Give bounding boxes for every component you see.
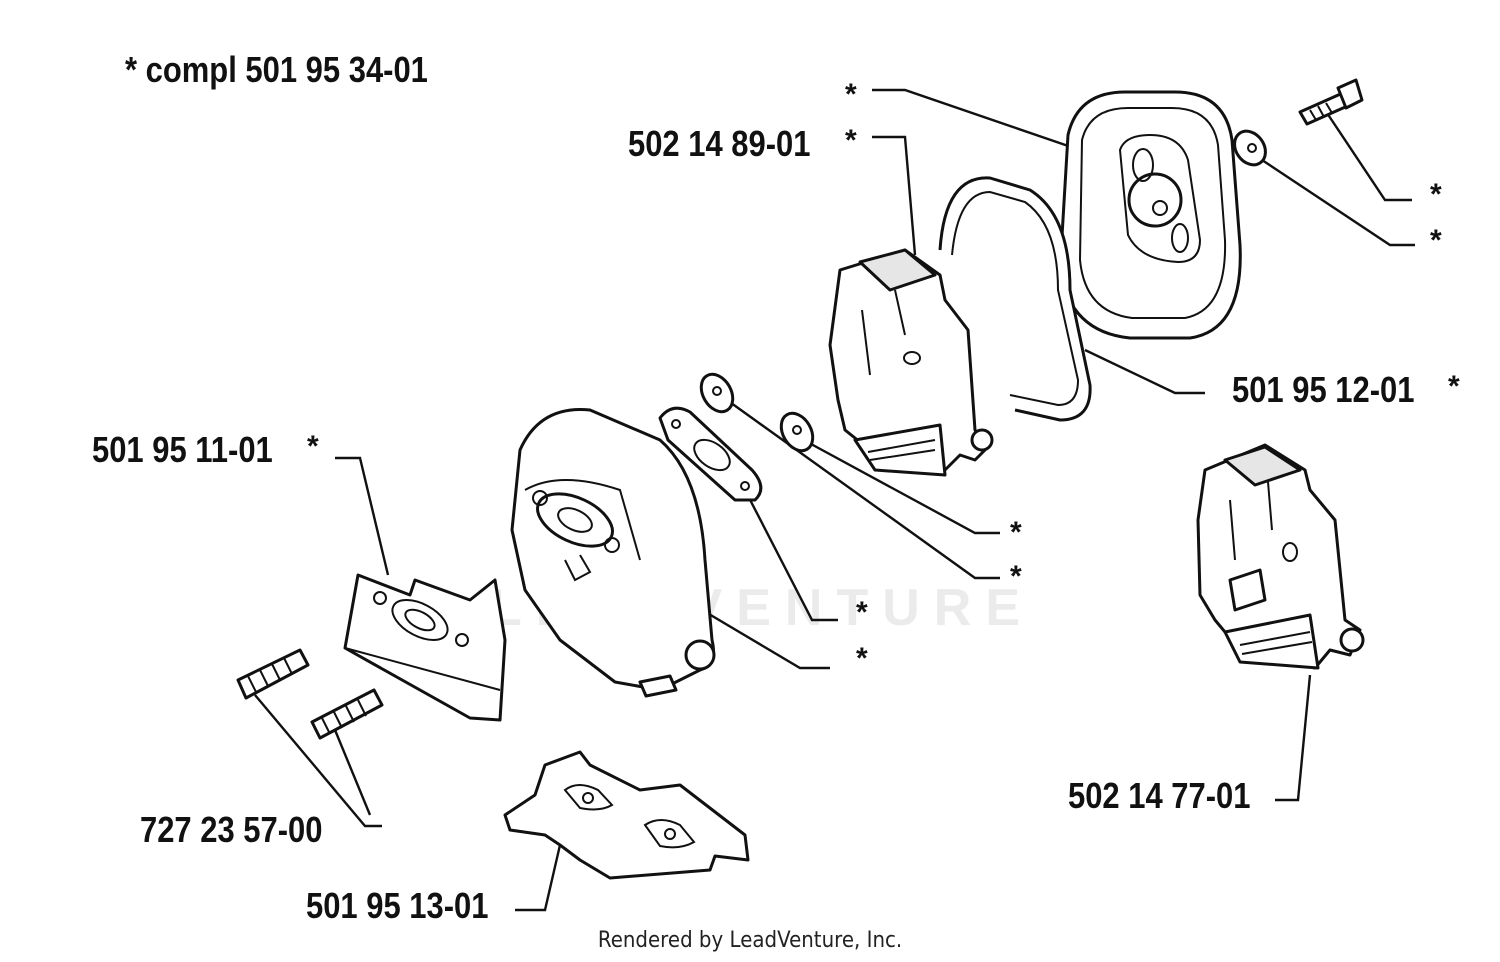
leader-nut-b bbox=[719, 394, 1000, 580]
label-501-95-11-01: 501 95 11-01 bbox=[92, 429, 273, 470]
label-502-14-89-01: 502 14 89-01 bbox=[628, 123, 811, 164]
air-filter-cover bbox=[1058, 90, 1242, 340]
label-501-95-12-01: 501 95 12-01 bbox=[1232, 369, 1415, 410]
washer bbox=[1233, 129, 1267, 167]
stud-lower bbox=[310, 688, 384, 740]
kit-marker: * bbox=[1448, 370, 1460, 403]
kit-marker: * bbox=[1010, 516, 1022, 549]
leader-502-14-77-01 bbox=[1275, 674, 1312, 802]
footer-credit: Rendered by LeadVenture, Inc. bbox=[597, 928, 903, 953]
nut-lower bbox=[779, 411, 815, 453]
kit-marker: * bbox=[845, 124, 857, 157]
leader-nut-a bbox=[799, 436, 1000, 535]
kit-marker: * bbox=[856, 642, 868, 675]
leader-screw bbox=[1324, 109, 1412, 202]
nut-upper bbox=[699, 372, 735, 414]
kit-marker: * bbox=[1430, 178, 1442, 211]
leader-washer bbox=[1261, 159, 1415, 247]
leader-gasket bbox=[743, 489, 838, 622]
kit-marker: * bbox=[845, 78, 857, 111]
kit-marker: * bbox=[1010, 560, 1022, 593]
screw bbox=[1298, 78, 1364, 126]
leader-502-14-89-01 bbox=[872, 135, 917, 256]
kit-marker: * bbox=[1430, 224, 1442, 257]
gasket bbox=[658, 406, 763, 502]
leader-727-23-57-00-b bbox=[333, 729, 372, 816]
leader-501-95-11-01 bbox=[335, 456, 390, 576]
label-502-14-77-01: 502 14 77-01 bbox=[1068, 775, 1251, 816]
stud-upper bbox=[236, 648, 310, 700]
plate-501-95-11-01 bbox=[343, 573, 507, 722]
leader-727-23-57-00-a bbox=[254, 694, 382, 828]
bracket-502-14-77-01 bbox=[1196, 443, 1365, 670]
leader-air-filter-cover bbox=[872, 88, 1081, 152]
leader-501-95-12-01 bbox=[1084, 348, 1205, 395]
label-501-95-13-01: 501 95 13-01 bbox=[306, 885, 489, 926]
leader-501-95-13-01 bbox=[515, 844, 562, 912]
plate-501-95-13-01 bbox=[503, 750, 750, 880]
bracket-502-14-89-01 bbox=[828, 248, 994, 477]
assembly-title: * compl 501 95 34-01 bbox=[125, 49, 428, 90]
kit-marker: * bbox=[307, 430, 319, 463]
kit-marker: * bbox=[856, 596, 868, 629]
leader-lines bbox=[254, 88, 1415, 912]
label-727-23-57-00: 727 23 57-00 bbox=[140, 809, 323, 850]
filter-housing bbox=[510, 408, 716, 698]
filter-element-ring bbox=[938, 176, 1092, 422]
